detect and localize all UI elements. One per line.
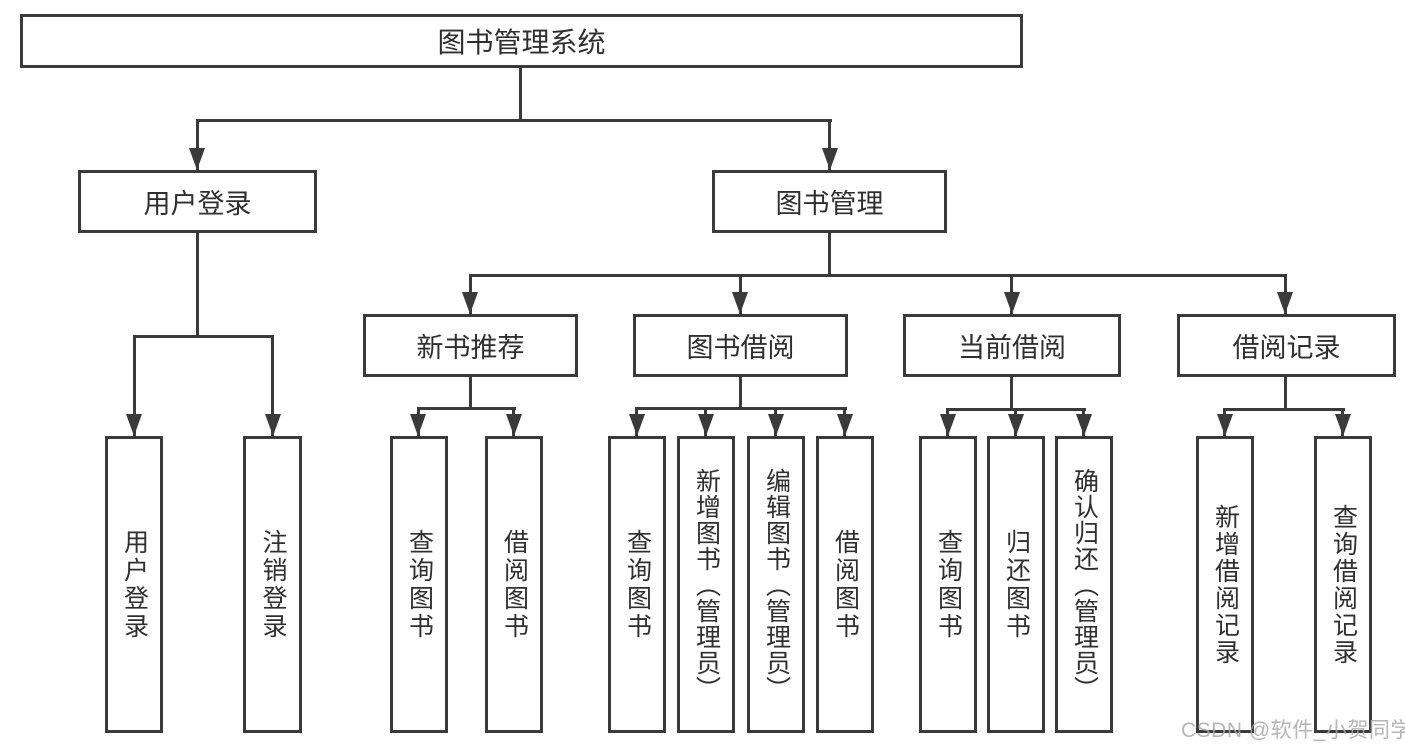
arrowhead-down-icon [822, 148, 838, 170]
node-borrowing-records: 借阅记录 [1177, 314, 1396, 377]
arrowhead-down-icon [410, 414, 426, 436]
connector-line [196, 119, 832, 122]
connector-line [133, 335, 274, 338]
arrowhead-down-icon [629, 414, 645, 436]
arrowhead-down-icon [462, 292, 478, 314]
connector-line [739, 377, 742, 407]
connector-line [635, 407, 847, 410]
leaf-edit-books-admin: 编辑图书（管理员） [747, 436, 805, 733]
connector-line [196, 233, 199, 335]
arrowhead-down-icon [1008, 414, 1024, 436]
node-library-management-system: 图书管理系统 [20, 14, 1023, 68]
leaf-borrow-books: 借阅图书 [816, 436, 874, 733]
leaf-confirm-return-admin: 确认归还（管理员） [1055, 436, 1113, 733]
arrowhead-down-icon [732, 292, 748, 314]
leaf-query-books-recommend: 查询图书 [390, 436, 448, 733]
arrowhead-down-icon [1335, 414, 1351, 436]
connector-line [417, 407, 516, 410]
arrowhead-down-icon [506, 414, 522, 436]
connector-line [1284, 377, 1287, 408]
connector-line [469, 274, 1287, 277]
leaf-query-books-borrowing: 查询图书 [608, 436, 666, 733]
connector-line [196, 119, 199, 170]
arrowhead-down-icon [698, 414, 714, 436]
arrowhead-down-icon [126, 414, 142, 436]
node-book-borrowing: 图书借阅 [633, 314, 848, 377]
connector-line [1010, 377, 1013, 408]
leaf-user-login: 用户登录 [105, 436, 163, 733]
arrowhead-down-icon [837, 414, 853, 436]
node-new-book-recommend: 新书推荐 [363, 314, 578, 377]
leaf-query-books-current: 查询图书 [919, 436, 977, 733]
leaf-add-borrow-record: 新增借阅记录 [1196, 436, 1254, 733]
connector-line [828, 119, 831, 170]
connector-line [519, 68, 522, 119]
arrowhead-down-icon [1277, 292, 1293, 314]
arrowhead-down-icon [1004, 292, 1020, 314]
leaf-borrow-books-recommend: 借阅图书 [485, 436, 543, 733]
node-book-management: 图书管理 [712, 170, 947, 233]
arrowhead-down-icon [1217, 414, 1233, 436]
connector-line [271, 335, 274, 436]
arrowhead-down-icon [768, 414, 784, 436]
arrowhead-down-icon [189, 148, 205, 170]
node-user-login: 用户登录 [78, 170, 317, 233]
leaf-query-borrow-record: 查询借阅记录 [1314, 436, 1372, 733]
connector-line [469, 377, 472, 407]
connector-line [1223, 408, 1345, 411]
connector-line [828, 233, 831, 274]
arrowhead-down-icon [1076, 414, 1092, 436]
leaf-logout: 注销登录 [243, 436, 302, 733]
leaf-add-books-admin: 新增图书（管理员） [677, 436, 735, 733]
csdn-watermark: CSDN @软件_小贺同学 [1181, 719, 1405, 742]
leaf-return-books: 归还图书 [987, 436, 1045, 733]
node-current-borrowing: 当前借阅 [903, 314, 1121, 377]
arrowhead-down-icon [940, 414, 956, 436]
arrowhead-down-icon [265, 414, 281, 436]
connector-line [133, 335, 136, 436]
